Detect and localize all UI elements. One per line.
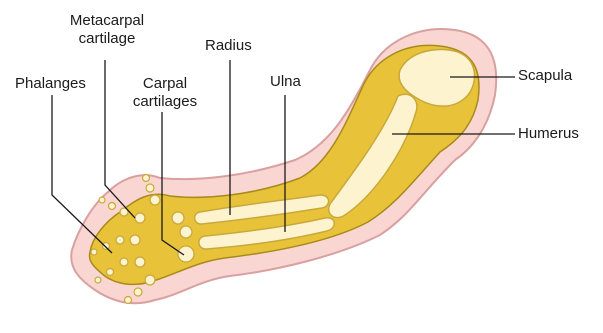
phalanx: [99, 197, 105, 203]
metacarpal-cartilage: [150, 195, 160, 205]
metacarpal-cartilage: [145, 275, 155, 285]
phalanx: [146, 184, 154, 192]
phalanx: [125, 297, 132, 304]
metacarpal-cartilage: [130, 235, 140, 245]
phalanx: [91, 249, 97, 255]
carpal-cartilage: [180, 226, 192, 238]
phalanx: [120, 258, 128, 266]
label-ulna: Ulna: [270, 73, 301, 91]
phalanx: [134, 288, 142, 296]
phalanx: [95, 277, 101, 283]
phalanx: [116, 236, 124, 244]
carpal-cartilage: [178, 246, 194, 262]
label-phalanges: Phalanges: [15, 75, 86, 93]
label-scapula: Scapula: [518, 67, 572, 85]
label-carpal-line1: Carpal: [122, 75, 208, 93]
label-metacarpal-line1: Metacarpal: [62, 12, 152, 30]
carpal-cartilage: [172, 212, 184, 224]
phalanx: [107, 269, 114, 276]
metacarpal-cartilage: [135, 213, 145, 223]
label-humerus: Humerus: [518, 125, 579, 143]
phalanx: [103, 243, 110, 250]
label-radius: Radius: [205, 37, 252, 55]
label-metacarpal-line2: cartilage: [62, 30, 152, 48]
phalanx: [143, 175, 150, 182]
metacarpal-cartilage: [135, 257, 145, 267]
phalanx: [109, 203, 116, 210]
label-carpal: Carpal cartilages: [122, 75, 208, 111]
label-carpal-line2: cartilages: [122, 93, 208, 111]
label-metacarpal: Metacarpal cartilage: [62, 12, 152, 48]
